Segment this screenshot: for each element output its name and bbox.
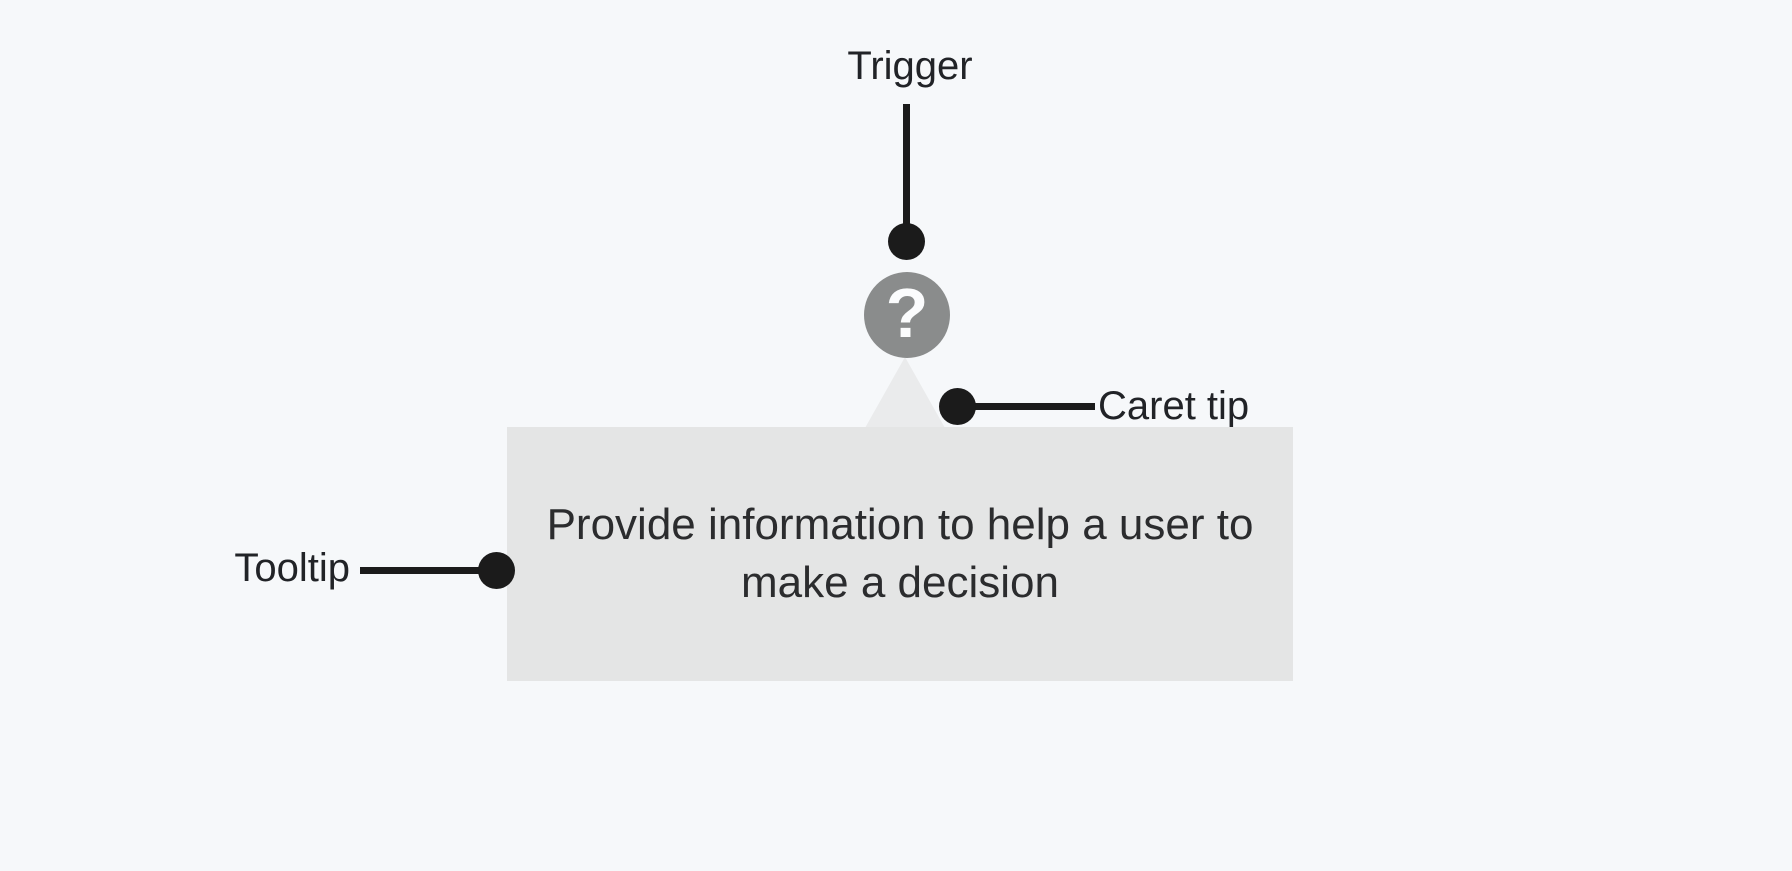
tooltip-annotation-dot bbox=[478, 552, 515, 589]
tooltip-leader-line bbox=[360, 567, 496, 574]
tooltip-text: Provide information to help a user to ma… bbox=[546, 500, 1254, 607]
caret-tip-label: Caret tip bbox=[1098, 384, 1250, 428]
tooltip-caret bbox=[865, 357, 945, 428]
tooltip-body: Provide information to help a user to ma… bbox=[507, 427, 1293, 681]
caret-tip-annotation-dot bbox=[939, 388, 976, 425]
tooltip-label: Tooltip bbox=[234, 546, 350, 590]
trigger-label: Trigger bbox=[847, 44, 973, 88]
question-mark-icon: ? bbox=[885, 274, 929, 352]
trigger-annotation-dot bbox=[888, 223, 925, 260]
help-trigger-button[interactable]: ? bbox=[864, 272, 950, 358]
trigger-leader-line bbox=[903, 104, 910, 230]
caret-tip-leader-line bbox=[957, 403, 1095, 410]
